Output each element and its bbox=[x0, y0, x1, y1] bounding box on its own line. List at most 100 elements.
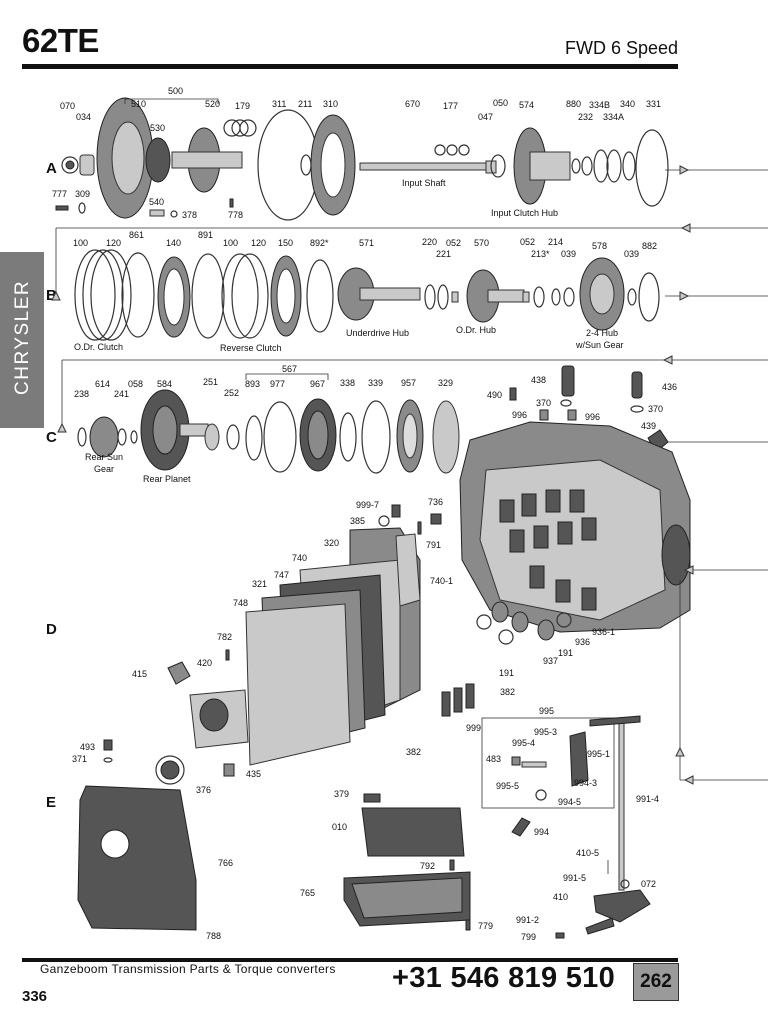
label-996: 996 bbox=[512, 410, 527, 420]
label-520: 520 bbox=[205, 99, 220, 109]
label-991-2: 991-2 bbox=[516, 915, 539, 925]
part-120-plate bbox=[90, 249, 132, 341]
label-670: 670 bbox=[405, 99, 420, 109]
part-039-ring bbox=[563, 287, 575, 307]
part-778-pin bbox=[229, 198, 234, 208]
part-882-ring bbox=[638, 272, 660, 322]
part-070-seal bbox=[61, 156, 79, 174]
part-310-gasket-hole bbox=[320, 132, 346, 198]
part-309-ring bbox=[78, 202, 86, 214]
part-177-ring bbox=[434, 144, 446, 156]
part-999-solenoid bbox=[465, 683, 475, 709]
part-999-solenoid bbox=[441, 691, 451, 717]
label-788: 788 bbox=[206, 931, 221, 941]
arrow-head-icon bbox=[683, 565, 694, 575]
label-999-7: 999-7 bbox=[356, 500, 379, 510]
bracket-567 bbox=[245, 373, 329, 380]
label-047: 047 bbox=[478, 112, 493, 122]
accumulator-spring bbox=[533, 525, 549, 549]
caption-odr-hub: O.Dr. Hub bbox=[456, 325, 496, 335]
label-578: 578 bbox=[592, 241, 607, 251]
label-995-4: 995-4 bbox=[512, 738, 535, 748]
footer-rule bbox=[22, 958, 678, 962]
part-957-plate-hole bbox=[402, 413, 418, 459]
part-510-pump-face bbox=[111, 121, 145, 195]
part-995-4-valve bbox=[521, 761, 547, 768]
label-339: 339 bbox=[368, 378, 383, 388]
part-570-hub-shaft bbox=[487, 289, 525, 303]
part-782-bolt bbox=[225, 649, 230, 661]
part-584-shaft bbox=[179, 423, 209, 437]
part-991-4-rod bbox=[618, 721, 625, 891]
label-378: 378 bbox=[182, 210, 197, 220]
part-779-bolt bbox=[465, 919, 471, 931]
label-070: 070 bbox=[60, 101, 75, 111]
part-220-ring bbox=[424, 284, 436, 310]
part-614-rear-sun-gear bbox=[89, 416, 119, 458]
label-321: 321 bbox=[252, 579, 267, 589]
part-179-ring bbox=[239, 119, 257, 137]
label-438: 438 bbox=[531, 375, 546, 385]
label-370: 370 bbox=[536, 398, 551, 408]
part-385-ring bbox=[378, 515, 390, 527]
accumulator-spring bbox=[521, 493, 537, 517]
label-410: 410 bbox=[553, 892, 568, 902]
label-782: 782 bbox=[217, 632, 232, 642]
part-214-ring bbox=[551, 288, 561, 306]
label-370-b: 370 bbox=[648, 404, 663, 414]
label-740-1: 740-1 bbox=[430, 576, 453, 586]
label-436: 436 bbox=[662, 382, 677, 392]
part-574-hub-body bbox=[529, 151, 571, 181]
part-991-2-link bbox=[585, 917, 615, 935]
arrow-head-icon bbox=[51, 290, 61, 301]
label-334a: 334A bbox=[603, 112, 624, 122]
label-991-5: 991-5 bbox=[563, 873, 586, 883]
arrow-head-icon bbox=[679, 165, 690, 175]
label-510: 510 bbox=[131, 99, 146, 109]
label-039: 039 bbox=[561, 249, 576, 259]
part-415-bracket bbox=[167, 661, 191, 685]
row-b: B 100 120 861 140 bbox=[46, 230, 768, 424]
accumulator-spring bbox=[499, 499, 515, 523]
label-891: 891 bbox=[198, 230, 213, 240]
label-191-b: 191 bbox=[499, 668, 514, 678]
accumulator-spring bbox=[581, 517, 597, 541]
label-995-5: 995-5 bbox=[496, 781, 519, 791]
accumulator-spring bbox=[529, 565, 545, 589]
part-378-ring bbox=[170, 210, 178, 218]
label-100-b: 100 bbox=[223, 238, 238, 248]
label-150: 150 bbox=[278, 238, 293, 248]
page-subtitle: FWD 6 Speed bbox=[564, 38, 678, 58]
label-570: 570 bbox=[474, 238, 489, 248]
part-991-4-link bbox=[589, 715, 641, 727]
part-370-oring bbox=[560, 399, 572, 407]
part-420-solenoid bbox=[199, 698, 229, 732]
caption-input-shaft: Input Shaft bbox=[402, 178, 446, 188]
part-050-seal bbox=[490, 154, 506, 178]
arrow-head-icon bbox=[675, 746, 685, 757]
part-191-seal bbox=[498, 629, 514, 645]
row-d: D 999-7 736 385 791 320 740 740-1 747 32… bbox=[46, 497, 515, 766]
caption-rear-sun: Rear Sun bbox=[85, 452, 123, 462]
part-791-bolt bbox=[417, 521, 422, 535]
footer-phone: +31 546 819 510 bbox=[392, 962, 616, 994]
row-a: A bbox=[46, 86, 768, 292]
part-994-clip bbox=[511, 817, 531, 837]
label-530: 530 bbox=[150, 123, 165, 133]
label-420: 420 bbox=[197, 658, 212, 668]
part-766-side-cover bbox=[77, 785, 197, 931]
part-530-gear bbox=[145, 137, 171, 183]
label-500: 500 bbox=[168, 86, 183, 96]
accumulator-spring bbox=[509, 529, 525, 553]
header-rule bbox=[22, 64, 678, 69]
label-991-4: 991-4 bbox=[636, 794, 659, 804]
label-439: 439 bbox=[641, 421, 656, 431]
label-571: 571 bbox=[359, 238, 374, 248]
label-072: 072 bbox=[641, 879, 656, 889]
part-039-ring-b bbox=[627, 288, 637, 306]
part-238-ring bbox=[77, 427, 87, 447]
part-072-ring bbox=[620, 879, 630, 889]
part-140-plate-hole bbox=[163, 268, 185, 326]
part-438-sensor bbox=[561, 365, 575, 397]
part-213-ring bbox=[533, 286, 545, 308]
